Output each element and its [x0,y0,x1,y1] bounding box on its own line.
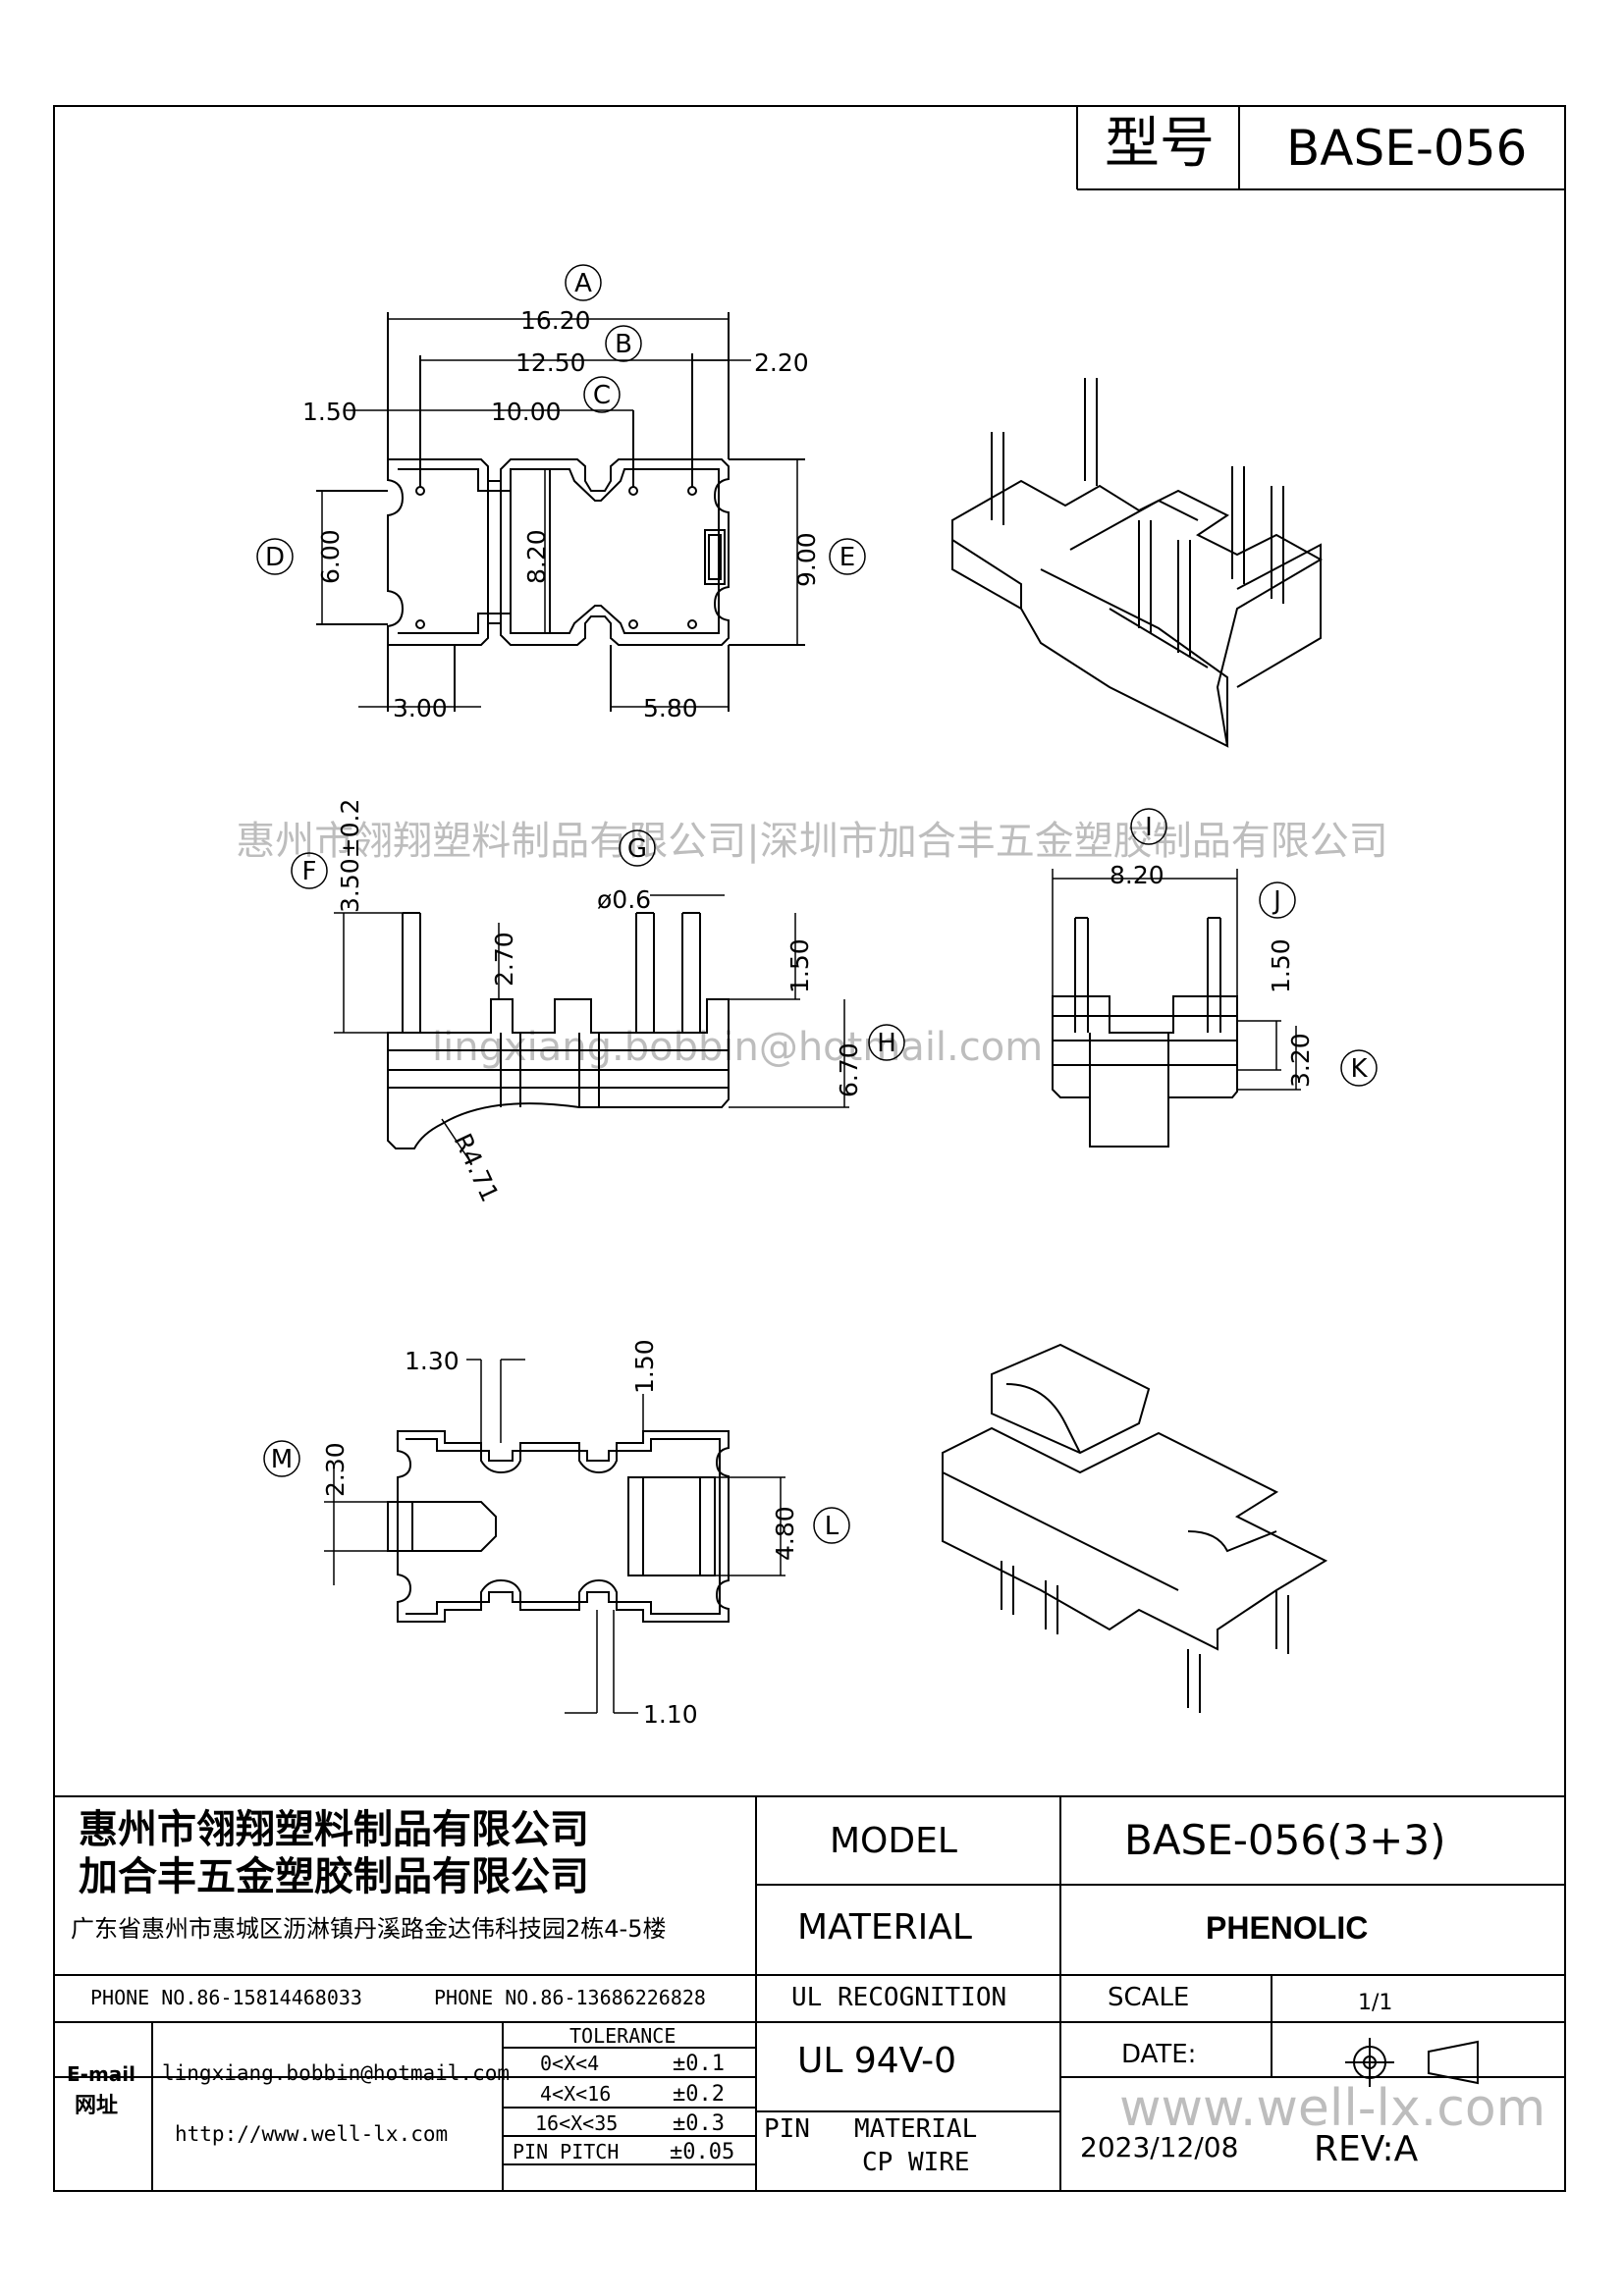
side-view-dimension-lines [1052,869,1301,1091]
drawing-border [53,105,1566,2192]
model-value: BASE-056(3+3) [1124,1816,1446,1864]
dim-front-f: R4.71 [449,1129,505,1205]
dim-side-a: 8.20 [1110,861,1164,889]
top-view-dimension-lines [321,318,798,708]
label-e: E [839,543,855,572]
projection-symbol-icon [1345,2038,1479,2087]
company-address: 广东省惠州市惠城区沥淋镇丹溪路金达伟科技园2栋4-5楼 [71,1915,667,1943]
dim-top-j: 5.80 [643,694,698,722]
bottom-view-dimension-lines [324,1359,785,1714]
dim-bottom-e: 1.10 [643,1700,698,1729]
tolerance-value-1: ±0.1 [673,2052,725,2076]
ul-recognition-label: UL RECOGNITION [791,1983,1007,2012]
dim-bottom-a: 1.30 [405,1347,460,1375]
label-h: H [877,1029,896,1058]
dim-front-a: 3.50±0.2 [336,799,364,913]
dim-top-c: 10.00 [491,398,562,426]
tolerance-value-3: ±0.3 [673,2111,725,2136]
label-b: B [615,330,632,359]
watermark-company: 惠州市翎翔塑料制品有限公司|深圳市加合丰五金塑胶制品有限公司 [236,819,1387,864]
web-value[interactable]: http://www.well-lx.com [175,2122,449,2146]
front-view-dimension-lines [334,894,849,1164]
web-label: 网址 [75,2094,119,2118]
tolerance-value-2: ±0.2 [673,2082,725,2107]
top-view [316,312,805,712]
tolerance-range-3: 16<X<35 [535,2111,619,2135]
pin-material-value: CP WIRE [862,2148,970,2177]
tolerance-range-4: PIN PITCH [513,2140,620,2163]
dim-bottom-b: 1.50 [630,1339,659,1394]
dim-front-b: 2.70 [490,932,518,987]
title-block-grid [54,1795,1565,2191]
dim-top-g: 8.20 [522,529,551,584]
tolerance-title: TOLERANCE [569,2024,677,2048]
dim-top-d: 1.50 [302,398,357,426]
label-i: I [1145,813,1153,842]
tolerance-range-2: 4<X<16 [540,2082,612,2106]
label-f: F [302,857,317,886]
scale-value: 1/1 [1358,1991,1393,2015]
company-name-2: 加合丰五金塑胶制品有限公司 [79,1854,589,1899]
header-model-value: BASE-056 [1286,120,1527,177]
label-m: M [271,1445,293,1474]
date-value: 2023/12/08 [1080,2131,1239,2163]
iso-view-bottom [942,1343,1328,1713]
header-box [1076,106,1565,190]
company-phone-2: PHONE NO.86-13686226828 [434,1986,706,2009]
side-view [1052,917,1238,1148]
dim-front-d: 1.50 [785,938,814,993]
model-label: MODEL [830,1821,957,1861]
ul-value: UL 94V-0 [797,2041,957,2081]
pin-label: PIN [764,2114,810,2144]
email-label: E-mail [67,2062,136,2086]
watermark-email: lingxiang.bobbin@hotmail.com [432,1025,1043,1070]
dim-bottom-c: 2.30 [321,1442,350,1497]
label-c: C [593,381,611,410]
dim-bottom-d: 4.80 [771,1506,799,1561]
label-a: A [574,269,592,298]
label-j: J [1272,886,1281,916]
company-phone-1: PHONE NO.86-15814468033 [90,1986,362,2009]
iso-view-top [951,378,1324,748]
dim-top-i: 3.00 [393,694,448,722]
material-label: MATERIAL [797,1907,972,1948]
dim-front-c: ø0.6 [597,885,651,914]
date-label: DATE: [1121,2040,1197,2069]
email-value[interactable]: lingxiang.bobbin@hotmail.com [162,2061,511,2085]
material-value: PHENOLIC [1206,1910,1369,1946]
bottom-view [387,1430,730,1623]
dim-top-f: 6.00 [316,529,345,584]
label-g: G [627,834,647,864]
label-l: L [825,1512,839,1541]
dim-top-h: 9.00 [792,532,821,587]
dim-top-a: 16.20 [520,306,591,335]
header-model-label: 型号 [1105,112,1215,176]
tolerance-value-4: ±0.05 [670,2140,735,2164]
front-view [387,912,730,1149]
watermark-web: www.well-lx.com [1119,2079,1545,2138]
revision: REV:A [1314,2129,1419,2169]
dim-top-b: 12.50 [515,348,586,377]
dim-side-b: 1.50 [1267,938,1295,993]
dim-top-e: 2.20 [754,348,809,377]
dim-side-c: 3.20 [1286,1033,1315,1088]
dim-front-e: 6.70 [835,1042,863,1097]
label-k: K [1350,1054,1368,1084]
callout-circles [256,264,1378,1544]
label-d: D [265,543,285,572]
tolerance-range-1: 0<X<4 [540,2052,600,2075]
scale-label: SCALE [1108,1983,1190,2012]
pin-material-label: MATERIAL [854,2114,978,2144]
company-name-1: 惠州市翎翔塑料制品有限公司 [79,1807,589,1852]
